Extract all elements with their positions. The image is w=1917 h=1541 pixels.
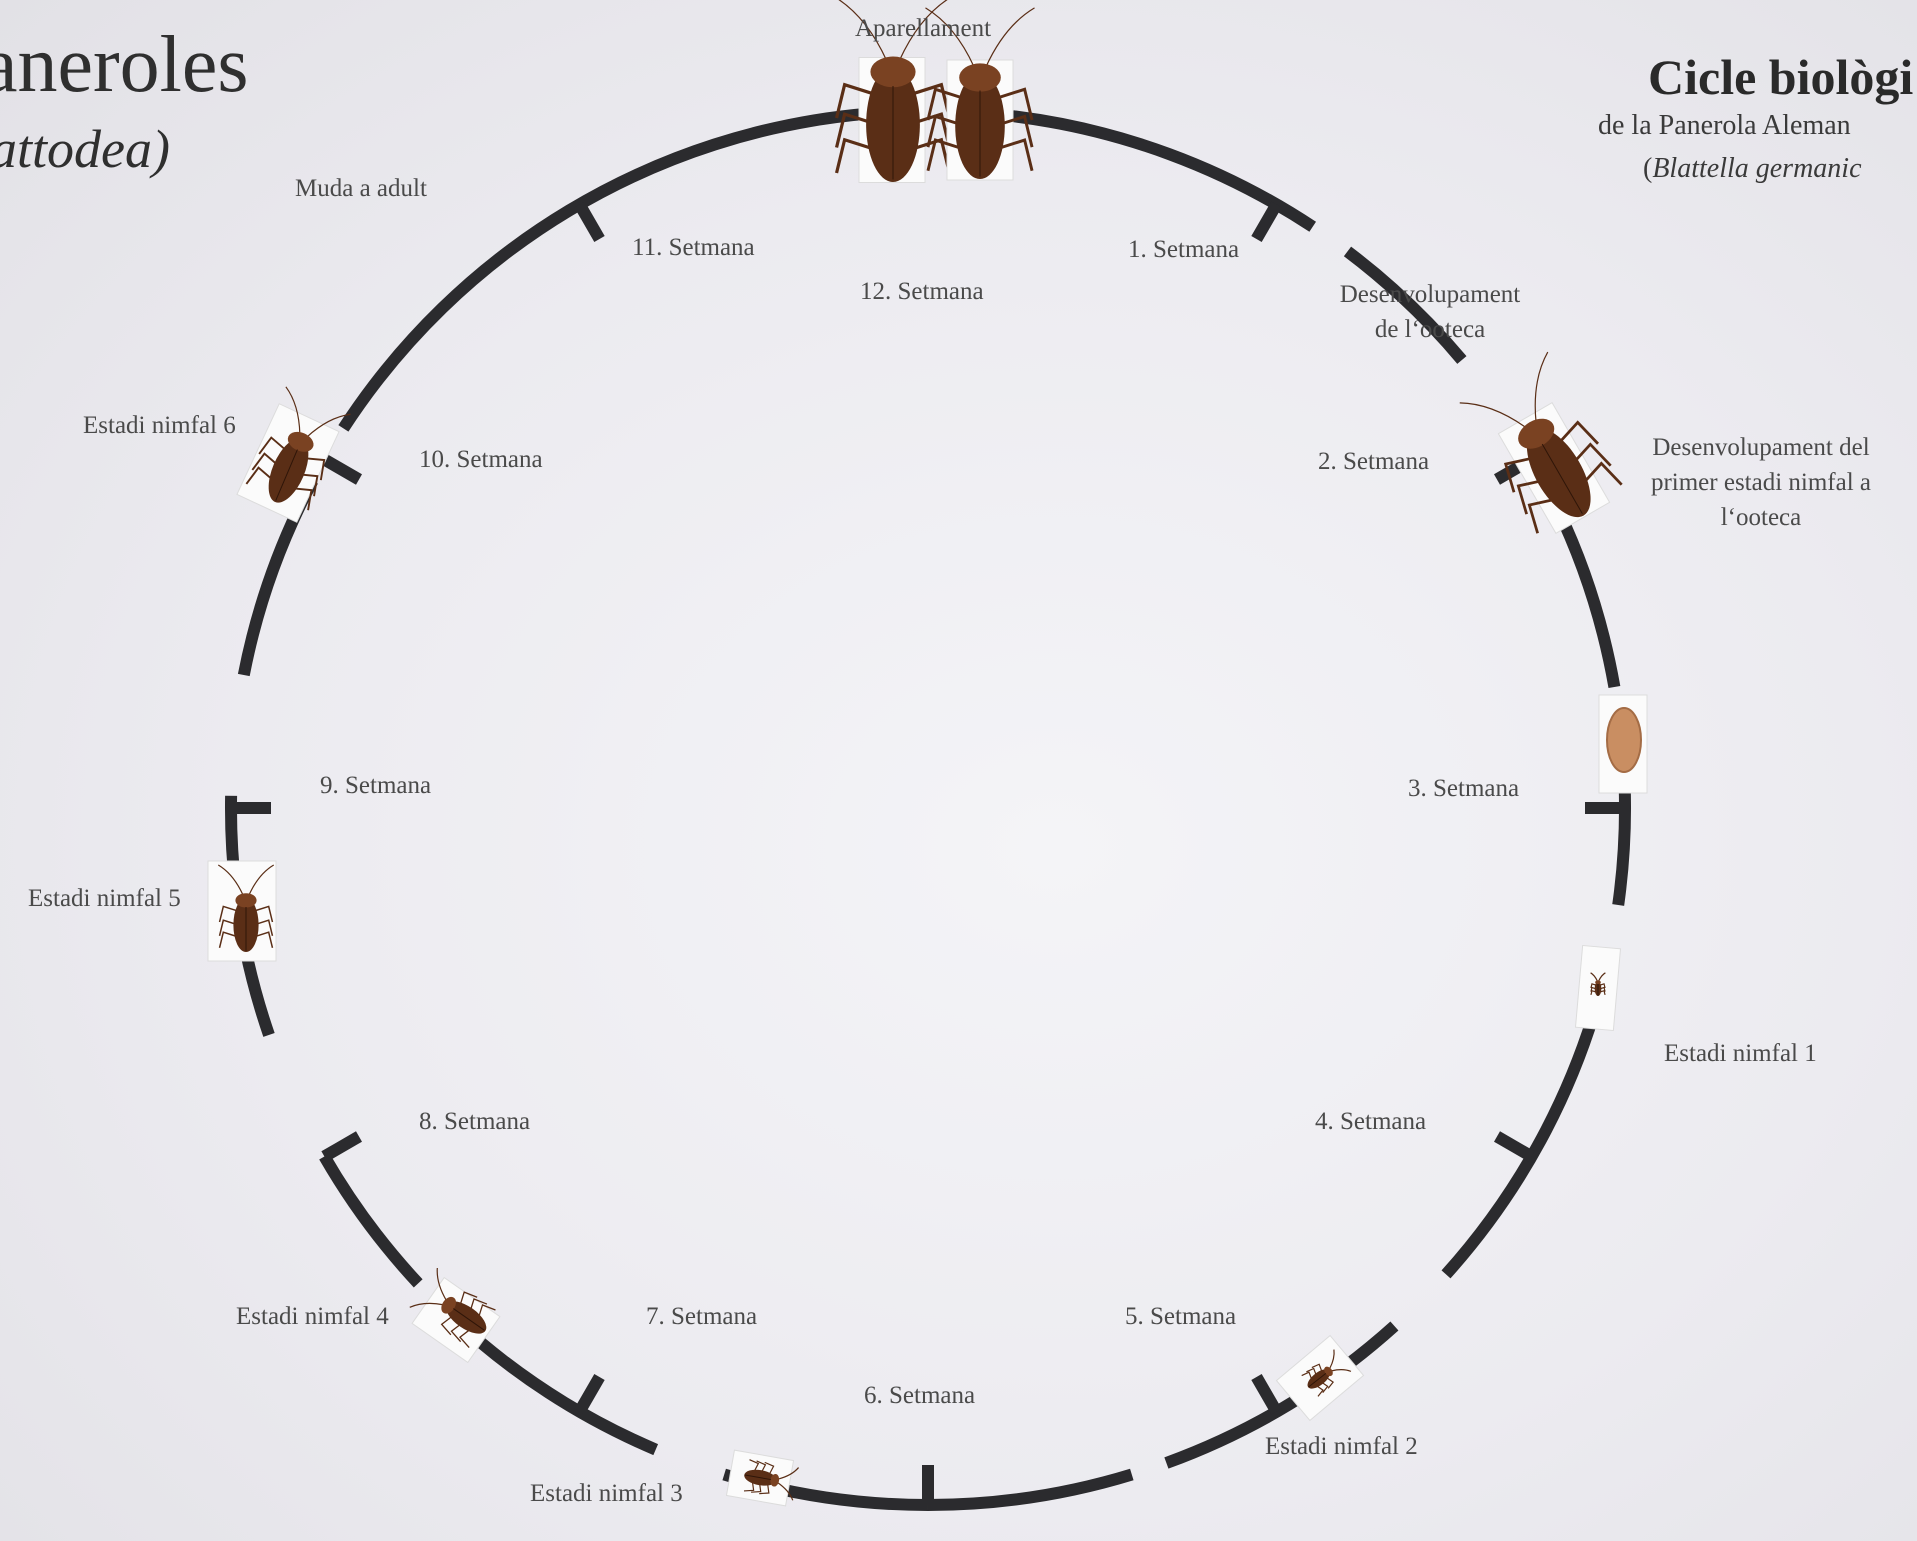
week-tick (324, 1137, 359, 1157)
label-week-9: 9. Setmana (320, 771, 431, 801)
scientific-name: Blattella germanic (1652, 153, 1861, 184)
label-nymph-1: Estadi nimfal 1 (1664, 1039, 1817, 1069)
label-ootheca-development: Desenvolupament de l‘ooteca (1320, 277, 1540, 347)
first-nymph-dev-line3: l‘ooteca (1626, 500, 1896, 535)
label-week-2: 2. Setmana (1318, 447, 1429, 477)
title-left: aneroles (0, 20, 249, 111)
ring-segment (928, 1475, 1132, 1506)
label-molt-adult: Muda a adult (295, 174, 427, 204)
label-week-10: 10. Setmana (419, 445, 543, 475)
week-tick (324, 460, 359, 480)
subtitle-left: attodea) (0, 118, 170, 180)
week-tick (1257, 204, 1277, 239)
antenna (986, 8, 1035, 67)
label-week-12: 12. Setmana (860, 277, 984, 307)
subtitle-right-scientific-name: (Blattella germanic (1643, 153, 1862, 185)
paren-open: ( (1643, 153, 1652, 184)
label-week-8: 8. Setmana (419, 1107, 530, 1137)
first-nymph-dev-line2: primer estadi nimfal a (1626, 465, 1896, 500)
label-nymph-3: Estadi nimfal 3 (530, 1479, 683, 1509)
label-week-6: 6. Setmana (864, 1381, 975, 1411)
label-mating: Aparellament (855, 14, 991, 44)
ring-segment (1618, 784, 1625, 905)
label-week-1: 1. Setmana (1128, 235, 1239, 265)
label-week-7: 7. Setmana (646, 1302, 757, 1332)
label-week-5: 5. Setmana (1125, 1302, 1236, 1332)
label-nymph-6: Estadi nimfal 6 (83, 411, 236, 441)
week-tick (580, 204, 600, 239)
pronotum (959, 63, 1001, 91)
specimens (208, 0, 1647, 1506)
subtitle-right-common-name: de la Panerola Aleman (1598, 110, 1851, 142)
ootheca-dev-line1: Desenvolupament (1320, 277, 1540, 312)
label-week-3: 3. Setmana (1408, 774, 1519, 804)
pronotum (235, 893, 256, 907)
ootheca-dev-line2: de l‘ooteca (1320, 312, 1540, 347)
label-nymph-2: Estadi nimfal 2 (1265, 1432, 1418, 1462)
ring-segment (343, 114, 867, 429)
ring-segment (324, 1157, 418, 1284)
pronotum (1595, 980, 1601, 984)
week-tick (1257, 1377, 1277, 1412)
week-tick (580, 1377, 600, 1412)
ootheca-specimen (1607, 708, 1641, 772)
label-nymph-4: Estadi nimfal 4 (236, 1302, 389, 1332)
label-first-nymph-development: Desenvolupament del primer estadi nimfal… (1626, 430, 1896, 535)
label-week-11: 11. Setmana (632, 233, 755, 263)
pronotum (870, 57, 915, 88)
title-right: Cicle biològi (1648, 48, 1913, 106)
first-nymph-dev-line1: Desenvolupament del (1626, 430, 1896, 465)
ring-segment (480, 1342, 656, 1450)
label-nymph-5: Estadi nimfal 5 (28, 884, 181, 914)
label-week-4: 4. Setmana (1315, 1107, 1426, 1137)
week-tick (1497, 1137, 1532, 1157)
